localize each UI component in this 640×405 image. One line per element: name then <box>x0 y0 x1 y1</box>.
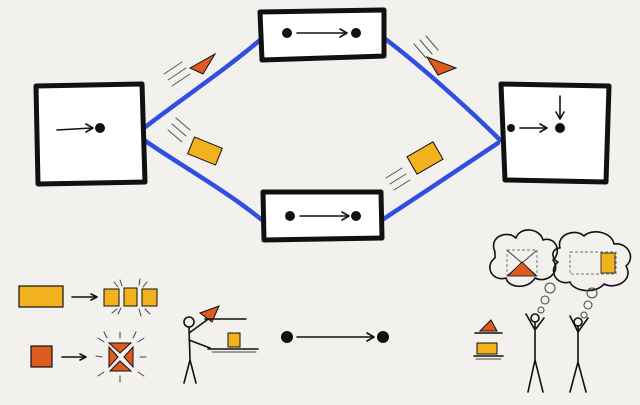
piece-shape <box>123 287 138 307</box>
edge-source-to-relay-bottom <box>141 137 265 223</box>
shard-shape <box>123 345 134 369</box>
piece-shape <box>141 288 158 307</box>
node-box <box>498 81 612 185</box>
arrow-into-dot-icon <box>56 123 105 133</box>
node-source <box>33 81 148 187</box>
packet-triangle-shape <box>425 56 458 76</box>
rectangle-shape <box>18 285 64 308</box>
node-relay-bottom <box>260 189 385 243</box>
packet-rect-source-bottom <box>167 117 223 166</box>
packet-triangle-source-top <box>163 52 217 87</box>
dot-arrow-dot-icon <box>285 211 361 221</box>
arrow-icon <box>71 293 98 301</box>
rectangle-shape <box>600 252 616 274</box>
node-relay-top <box>257 7 387 63</box>
legend-stacked-shapes <box>473 319 504 360</box>
packet-rect-bottom-sink <box>385 141 444 191</box>
packet-triangle-top-sink <box>413 35 458 76</box>
shard-shape <box>108 360 133 372</box>
triangle-shape <box>507 261 537 277</box>
legend-person-stacking <box>183 305 259 384</box>
shard-shape <box>108 345 119 369</box>
legend-two-people-imagine <box>489 229 632 393</box>
triangle-shape <box>198 305 220 323</box>
packet-rectangle-shape <box>406 141 444 175</box>
rectangle-shape <box>476 342 498 355</box>
edges <box>141 35 503 223</box>
shard-shape <box>107 342 133 354</box>
packet-triangle-shape <box>188 52 217 75</box>
edge-source-to-relay-top <box>141 37 263 131</box>
node-sink <box>498 81 612 185</box>
square-shape <box>30 345 53 368</box>
rectangle-shape <box>227 332 241 348</box>
packet-rectangle-shape <box>187 136 223 166</box>
edge-relay-top-to-sink <box>381 35 503 143</box>
two-arrows-into-dot-icon <box>507 95 565 133</box>
node-box <box>33 81 148 187</box>
dot-arrow-dot-icon <box>282 28 361 38</box>
triangle-shape <box>478 319 498 332</box>
legend-square-shatter <box>30 331 147 383</box>
rectangle-split-icon <box>103 278 158 317</box>
legend-dot-arrow-dot <box>281 331 389 343</box>
legend-rectangle-split <box>18 278 158 317</box>
piece-shape <box>103 288 120 307</box>
thought-bubbles-icon <box>489 229 632 393</box>
person-stacking-icon <box>183 305 259 384</box>
edge-relay-bottom-to-sink <box>379 140 501 223</box>
square-shatter-icon <box>95 331 147 383</box>
node-box <box>257 7 387 63</box>
arrow-icon <box>61 353 87 361</box>
